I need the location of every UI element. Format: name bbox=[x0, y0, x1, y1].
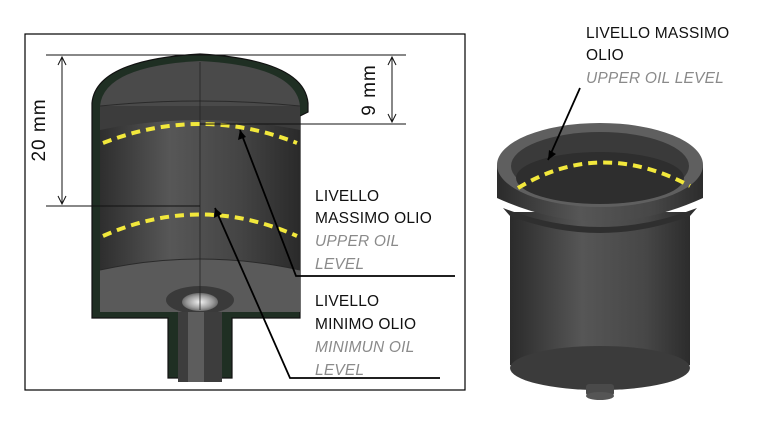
leader-upper-level bbox=[239, 129, 455, 277]
upper-level-marker bbox=[102, 122, 298, 145]
label-3d-en: UPPER OIL LEVEL bbox=[586, 70, 724, 87]
label-3d-it-1: LIVELLO MASSIMO bbox=[586, 25, 729, 42]
oil-reservoir-section-icon bbox=[91, 53, 309, 382]
leader-upper-level-3d bbox=[547, 87, 581, 161]
label-max-en-1: UPPER OIL bbox=[315, 233, 400, 250]
label-3d-it-2: OLIO bbox=[586, 47, 624, 64]
label-max-it-2: MASSIMO OLIO bbox=[315, 210, 432, 227]
label-max-it-1: LIVELLO bbox=[315, 188, 379, 205]
oil-reservoir-3d-icon bbox=[497, 123, 703, 400]
label-min-en-1: MINIMUN OIL bbox=[315, 339, 415, 356]
dimension-20mm bbox=[46, 54, 200, 207]
label-max-en-2: LEVEL bbox=[315, 256, 364, 273]
leader-lower-level bbox=[214, 207, 440, 379]
label-min-it-1: LIVELLO bbox=[315, 293, 379, 310]
label-min-it-2: MINIMO OLIO bbox=[315, 316, 416, 333]
dimension-20mm-label: 20 mm bbox=[29, 98, 50, 161]
dimension-9mm-label: 9 mm bbox=[359, 64, 380, 116]
upper-level-marker-3d bbox=[516, 160, 691, 190]
label-min-en-2: LEVEL bbox=[315, 362, 364, 379]
dimension-9mm bbox=[200, 54, 406, 125]
